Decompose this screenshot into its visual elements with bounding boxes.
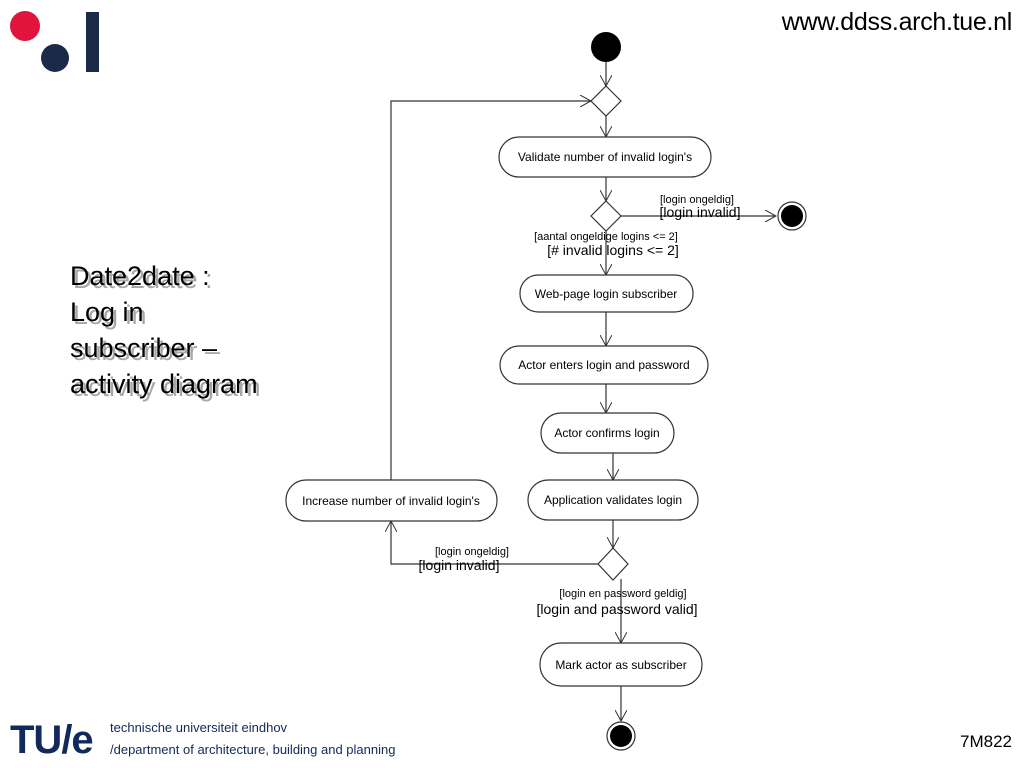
action-mark-subscriber: Mark actor as subscriber [539, 642, 703, 687]
title-line-4: activity diagram [70, 369, 258, 399]
guard-d3-down-nl: [login en password geldig] [559, 588, 686, 600]
course-code: 7M822 [960, 732, 1012, 751]
action-label: Actor confirms login [554, 426, 659, 440]
slide-title: Date2date : Log in subscriber – activity… [70, 258, 258, 402]
guard-d3-left-nl: [login ongeldig] [435, 546, 509, 558]
action-enters-credentials: Actor enters login and password [499, 345, 709, 385]
tue-logo-text: TU/e [10, 718, 94, 762]
guard-d2-right-en: [login invalid] [660, 204, 741, 220]
action-label: Validate number of invalid login's [518, 150, 692, 164]
department-name: /department of architecture, building an… [110, 742, 396, 757]
guard-d3-left-en: [login invalid] [419, 557, 500, 573]
ddss-dots-logo [10, 11, 99, 72]
university-name: technische universiteit eindhov [110, 720, 288, 735]
title-line-1: Date2date : [70, 261, 210, 291]
action-label: Actor enters login and password [518, 358, 689, 372]
action-label: Application validates login [544, 493, 682, 507]
action-label: Web-page login subscriber [535, 287, 678, 301]
site-url: www.ddss.arch.tue.nl [781, 8, 1013, 36]
action-validate-invalid-count: Validate number of invalid login's [498, 136, 712, 178]
guard-d2-down-en: [# invalid logins <= 2] [547, 242, 679, 258]
edge-decision-to-increase [391, 521, 598, 565]
decision-diamond-count [590, 200, 622, 232]
action-label: Mark actor as subscriber [555, 658, 686, 672]
initial-node [591, 32, 621, 62]
action-label: Increase number of invalid login's [302, 494, 480, 508]
title-line-3: subscriber – [70, 333, 218, 363]
final-node-top [777, 201, 807, 231]
action-webpage-login: Web-page login subscriber [519, 274, 694, 313]
tue-logo: TU/e [10, 718, 94, 762]
action-validates-login: Application validates login [527, 479, 699, 521]
action-increase-invalid-count: Increase number of invalid login's [285, 479, 498, 522]
action-confirms-login: Actor confirms login [540, 412, 675, 454]
edge-increase-to-merge [390, 101, 591, 480]
decision-diamond-validity [597, 547, 629, 581]
final-node-bottom [606, 721, 636, 751]
merge-diamond [590, 85, 622, 117]
guard-d2-down-nl: [aantal ongeldige logins <= 2] [534, 231, 678, 243]
title-line-2: Log in [70, 297, 144, 327]
guard-d3-down-en: [login and password valid] [536, 601, 697, 617]
guard-d2-right-nl: [login ongeldig] [660, 194, 734, 206]
